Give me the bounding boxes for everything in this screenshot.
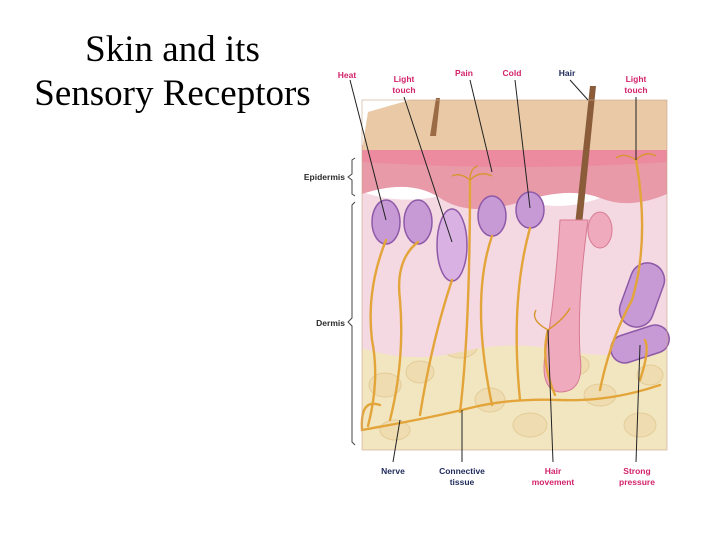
connective-tissue-label-b: tissue — [450, 477, 475, 487]
connective-tissue-label-a: Connective — [439, 466, 485, 476]
pain-label: Pain — [455, 68, 473, 78]
free-nerve-endings — [451, 153, 657, 331]
light-touch-label-2b: touch — [624, 85, 647, 95]
heat-label: Heat — [338, 70, 357, 80]
pressure-corpuscle — [610, 324, 670, 364]
strong-pressure-label-a: Strong — [623, 466, 650, 476]
skin-outline — [361, 99, 668, 451]
nerve-fibers — [360, 158, 662, 432]
hair-movement-label-b: movement — [532, 477, 575, 487]
strong-pressure-label-b: pressure — [619, 477, 655, 487]
ruffini-ending — [436, 208, 468, 282]
stratum-layer — [362, 145, 667, 167]
hair-movement-label-a: Hair — [545, 466, 562, 476]
title-line-2: Sensory Receptors — [34, 73, 311, 114]
skin-block — [360, 86, 670, 451]
dermis-label: Dermis — [316, 318, 345, 328]
pacinian-corpuscle — [618, 262, 666, 328]
light-touch-label-1b: touch — [392, 85, 415, 95]
epidermis-label: Epidermis — [304, 172, 345, 182]
sebaceous-gland — [587, 211, 613, 249]
hair-label: Hair — [559, 68, 576, 78]
leader-lines — [349, 79, 641, 463]
hair-follicle — [543, 219, 589, 393]
meissner-corpuscles — [371, 191, 545, 245]
title-line-1: Skin and its — [85, 29, 260, 70]
light-touch-label-1a: Light — [394, 74, 415, 84]
light-touch-label-2a: Light — [626, 74, 647, 84]
slide-title: Skin and its Sensory Receptors — [0, 28, 345, 116]
nerve-label: Nerve — [381, 466, 405, 476]
cold-label: Cold — [503, 68, 522, 78]
hair-shaft-icon — [575, 86, 596, 225]
hair-left-icon — [430, 98, 440, 136]
layer-brackets — [347, 157, 356, 446]
